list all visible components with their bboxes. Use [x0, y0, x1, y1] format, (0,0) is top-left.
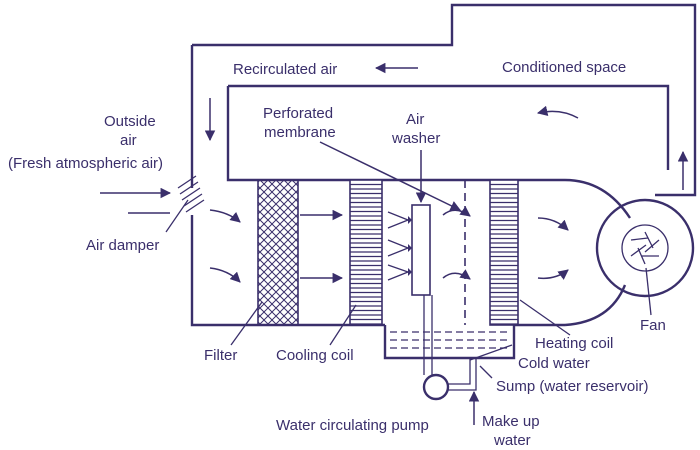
- air-damper-icon: [177, 175, 205, 213]
- label-outside-air-line1: Outside: [104, 113, 156, 130]
- label-makeup-water-line1: Make up: [482, 413, 540, 430]
- label-air-washer-line1: Air: [406, 111, 424, 128]
- label-fan: Fan: [640, 317, 666, 334]
- sump-reservoir: [383, 325, 516, 360]
- label-cooling-coil: Cooling coil: [276, 347, 354, 364]
- pump-icon: [422, 373, 450, 401]
- heating-coil-element: [489, 179, 519, 326]
- fan-housing-bottom: [564, 284, 627, 327]
- label-sump: Sump (water reservoir): [496, 378, 649, 395]
- fan-icon: [595, 198, 695, 298]
- outer-duct-outline: [190, 3, 697, 327]
- spray-nozzles: [387, 211, 412, 281]
- flow-arrows: [100, 62, 689, 284]
- label-makeup-water-line2: water: [493, 432, 531, 449]
- label-recirculated-air: Recirculated air: [233, 61, 337, 78]
- label-air-washer-line2: washer: [391, 130, 440, 147]
- label-conditioned-space: Conditioned space: [502, 59, 626, 76]
- label-perforated-membrane-line1: Perforated: [263, 105, 333, 122]
- label-perforated-membrane-line2: membrane: [264, 124, 336, 141]
- label-outside-air-line2: air: [120, 132, 137, 149]
- label-filter: Filter: [204, 347, 237, 364]
- filter-element: [257, 179, 299, 326]
- label-air-damper: Air damper: [86, 237, 159, 254]
- label-cold-water: Cold water: [518, 355, 590, 372]
- fan-housing-top: [564, 178, 632, 219]
- cooling-coil-element: [349, 179, 383, 326]
- pump-suction-pipe: [448, 358, 477, 391]
- label-water-circulating-pump: Water circulating pump: [276, 417, 429, 434]
- pump-feed-pipe: [423, 295, 433, 375]
- air-washer-element: [411, 204, 431, 296]
- label-heating-coil: Heating coil: [535, 335, 613, 352]
- label-fresh-atmospheric-air: (Fresh atmospheric air): [8, 155, 163, 172]
- inner-duct-outline: [226, 84, 670, 182]
- leader-lines: [165, 141, 652, 379]
